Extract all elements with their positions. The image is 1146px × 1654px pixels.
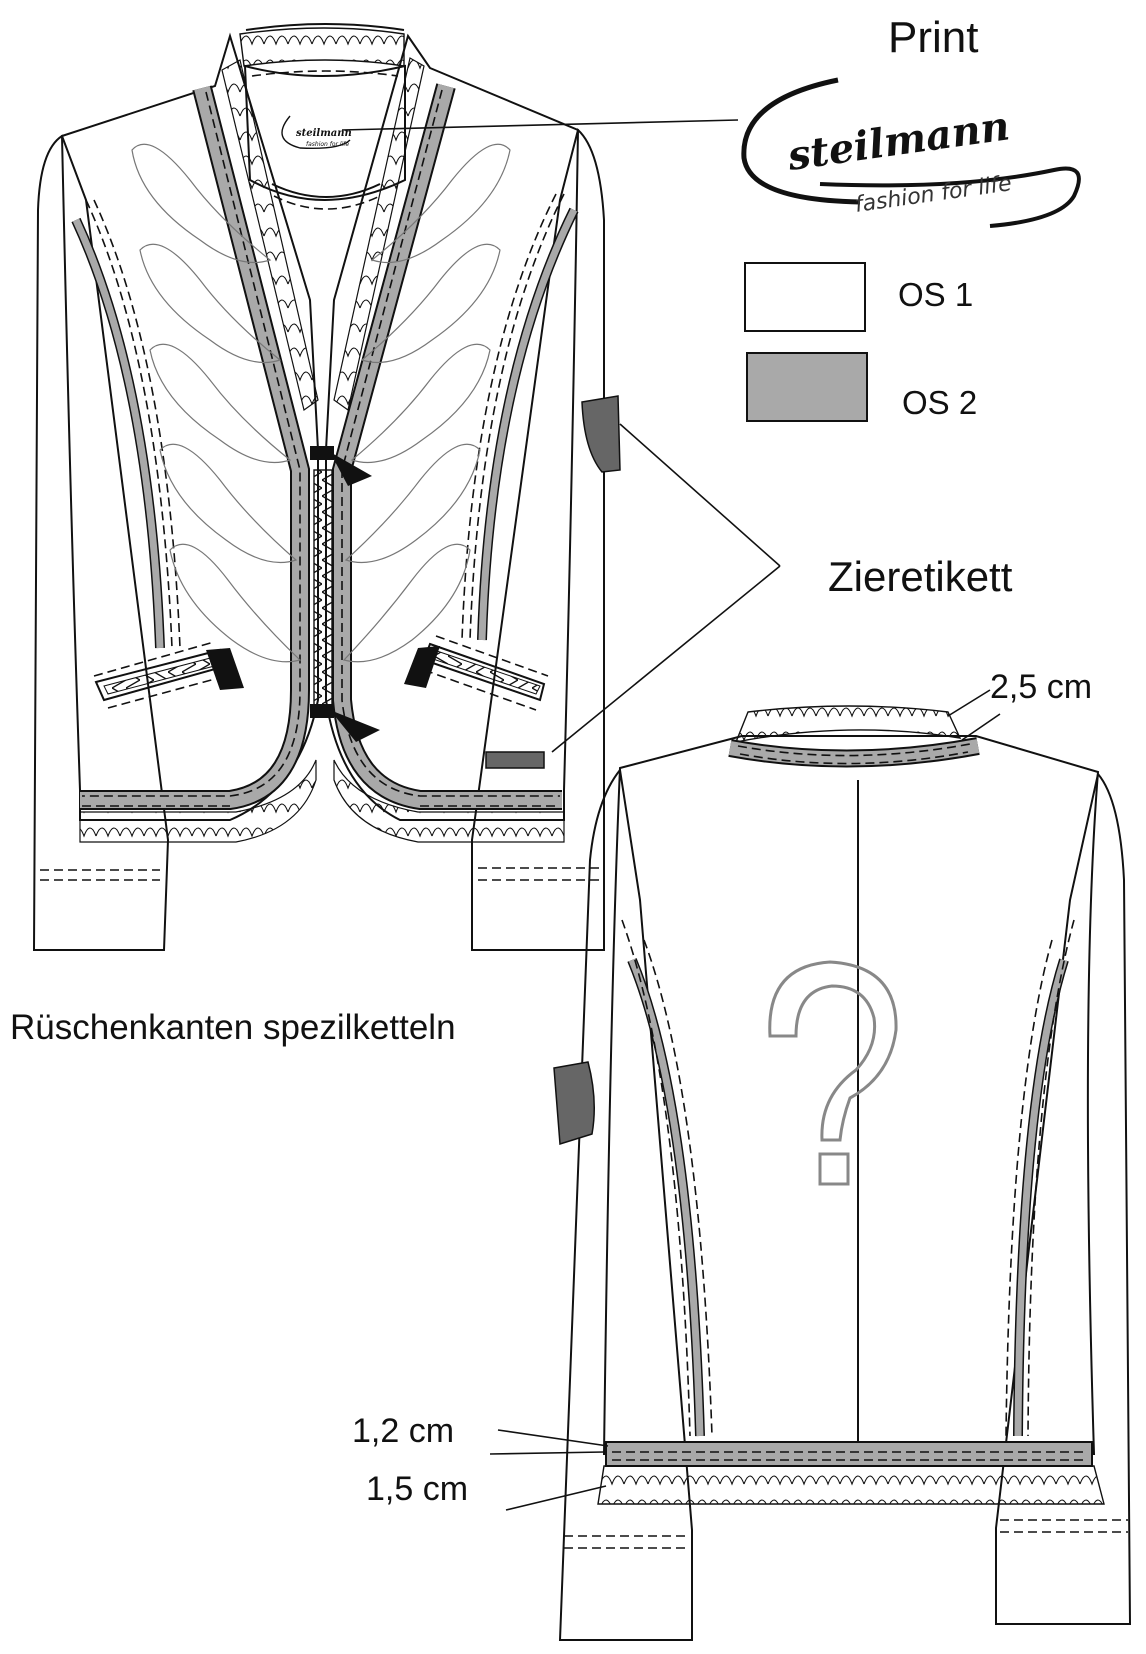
- front-hem-ruffle-right: [333, 759, 565, 843]
- front-hem-label-patch: [485, 751, 545, 769]
- print-label: Print: [888, 13, 979, 62]
- os2-color-swatch: [746, 352, 868, 422]
- back-sleeve-label-patch: [553, 1061, 595, 1145]
- front-view: steilmann fashion for life: [32, 23, 621, 951]
- brand-logo-word: steilmann: [784, 102, 1013, 180]
- front-right-band: [334, 83, 562, 808]
- front-collar-ruffle: [239, 27, 405, 67]
- chest-logo-tagline: fashion for life: [306, 141, 349, 148]
- front-left-panel: [60, 32, 319, 821]
- back-view: [553, 705, 1132, 1641]
- front-right-band-outline: [332, 83, 562, 810]
- front-hem-ruffle-left: [79, 759, 317, 843]
- brand-logo: steilmann fashion for life: [741, 77, 1081, 228]
- back-left-sleeve: [558, 767, 693, 1641]
- os2-label: OS 2: [902, 384, 978, 421]
- back-hem-ruffle: [597, 1465, 1105, 1505]
- front-right-sleeve: [471, 128, 605, 951]
- front-left-pocket: [93, 641, 244, 709]
- back-collar-band: [728, 739, 980, 766]
- front-zipper: [313, 469, 333, 707]
- front-left-sleeve: [32, 134, 170, 951]
- chest-print-logo: steilmann fashion for life: [281, 115, 352, 150]
- hem-band-width-label: 1,2 cm: [352, 1412, 455, 1450]
- front-right-pocket: [404, 635, 549, 711]
- os1-color-swatch: [744, 262, 866, 332]
- os1-label: OS 1: [898, 276, 974, 313]
- callout-lines: [341, 119, 1001, 1511]
- chest-logo-word: steilmann: [296, 128, 352, 139]
- back-body: [602, 735, 1100, 1455]
- back-collar-ruffle: [734, 705, 962, 743]
- ziereikett-label: Zieretikett: [828, 553, 1013, 600]
- ruffle-edge-note: Rüschenkanten spezilketteln: [10, 1008, 456, 1047]
- front-sleeve-label-patch: [581, 395, 621, 473]
- back-print-placeholder-question-icon: [768, 960, 898, 1186]
- collar-width-label: 2,5 cm: [990, 668, 1093, 706]
- hem-ruffle-width-label: 1,5 cm: [366, 1470, 469, 1508]
- brand-logo-tagline: fashion for life: [853, 171, 1013, 218]
- front-leaf-print: [131, 143, 511, 663]
- front-right-panel: [325, 33, 580, 821]
- back-right-sleeve: [995, 771, 1132, 1625]
